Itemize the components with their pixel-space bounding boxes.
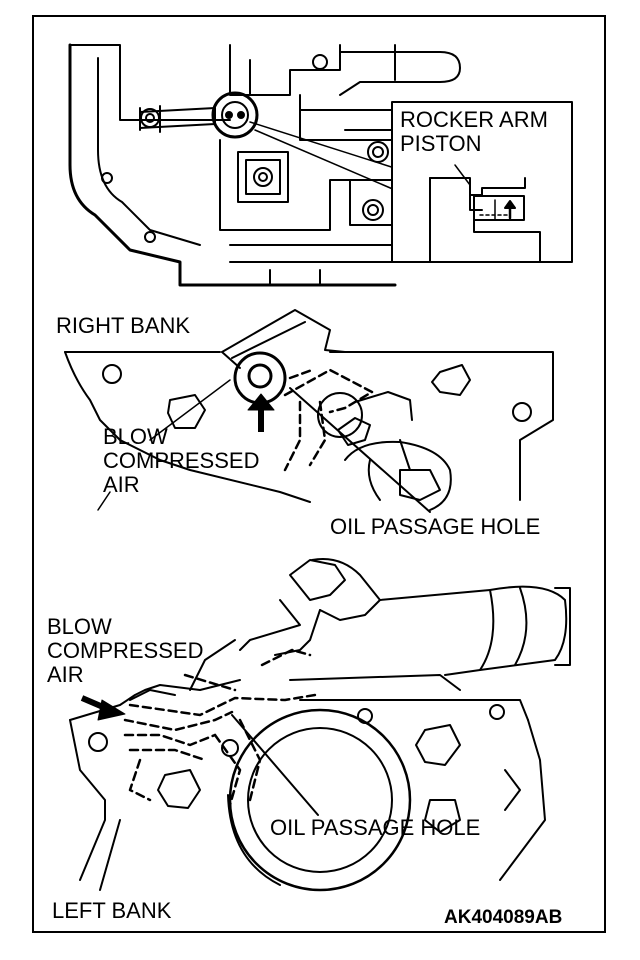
oil-passage-hole-label-right: OIL PASSAGE HOLE (330, 514, 541, 539)
left-bank-view (69, 558, 571, 892)
left-bank-label: LEFT BANK (52, 898, 172, 923)
right-bank-view (64, 309, 554, 513)
compressed-label-left: COMPRESSED (47, 638, 204, 663)
air-label-right: AIR (103, 472, 140, 497)
air-label-left: AIR (47, 662, 84, 687)
blow-label-right: BLOW (103, 424, 168, 449)
piston-label: PISTON (400, 131, 482, 156)
figure-code: AK404089AB (444, 907, 563, 928)
compressed-label-right: COMPRESSED (103, 448, 260, 473)
rocker-arm-label: ROCKER ARM (400, 107, 548, 132)
right-bank-label: RIGHT BANK (56, 313, 191, 338)
top-engine-view (68, 43, 573, 287)
oil-passage-hole-label-left: OIL PASSAGE HOLE (270, 815, 481, 840)
blow-label-left: BLOW (47, 614, 112, 639)
